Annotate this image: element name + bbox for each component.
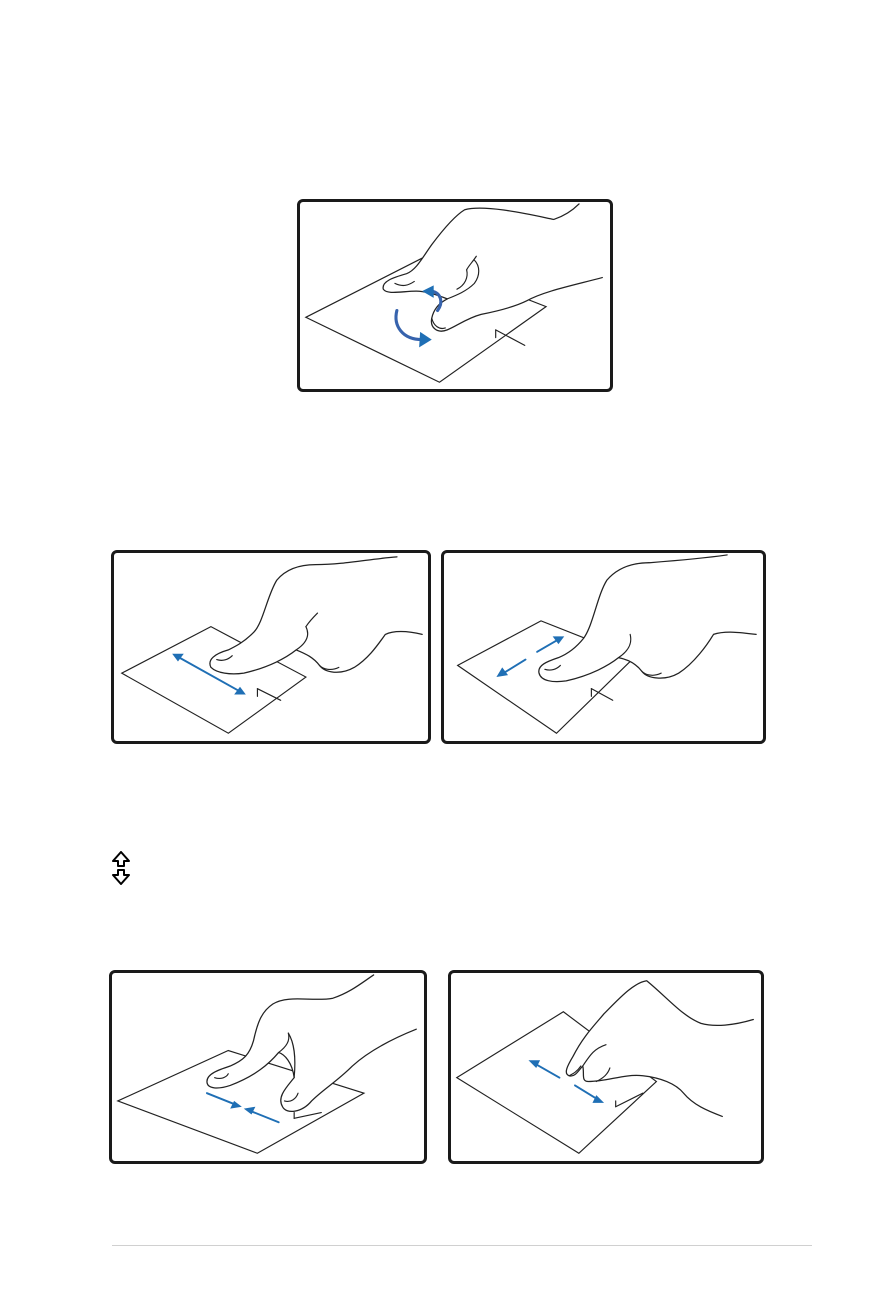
figure-rotate-gesture [297, 199, 613, 392]
rotate-gesture-icon [304, 203, 603, 383]
pinch-in-icon [116, 974, 417, 1154]
up-down-arrow-icon [110, 851, 132, 885]
figure-two-finger-scroll-vertical [441, 550, 766, 744]
figure-two-finger-scroll-horizontal [111, 550, 431, 744]
footer-divider [112, 1245, 812, 1246]
figure-pinch-out [448, 970, 764, 1164]
figure-pinch-in [109, 970, 427, 1164]
two-finger-scroll-horizontal-icon [120, 556, 423, 734]
pinch-out-icon [455, 980, 754, 1154]
two-finger-scroll-vertical-icon [456, 554, 757, 734]
